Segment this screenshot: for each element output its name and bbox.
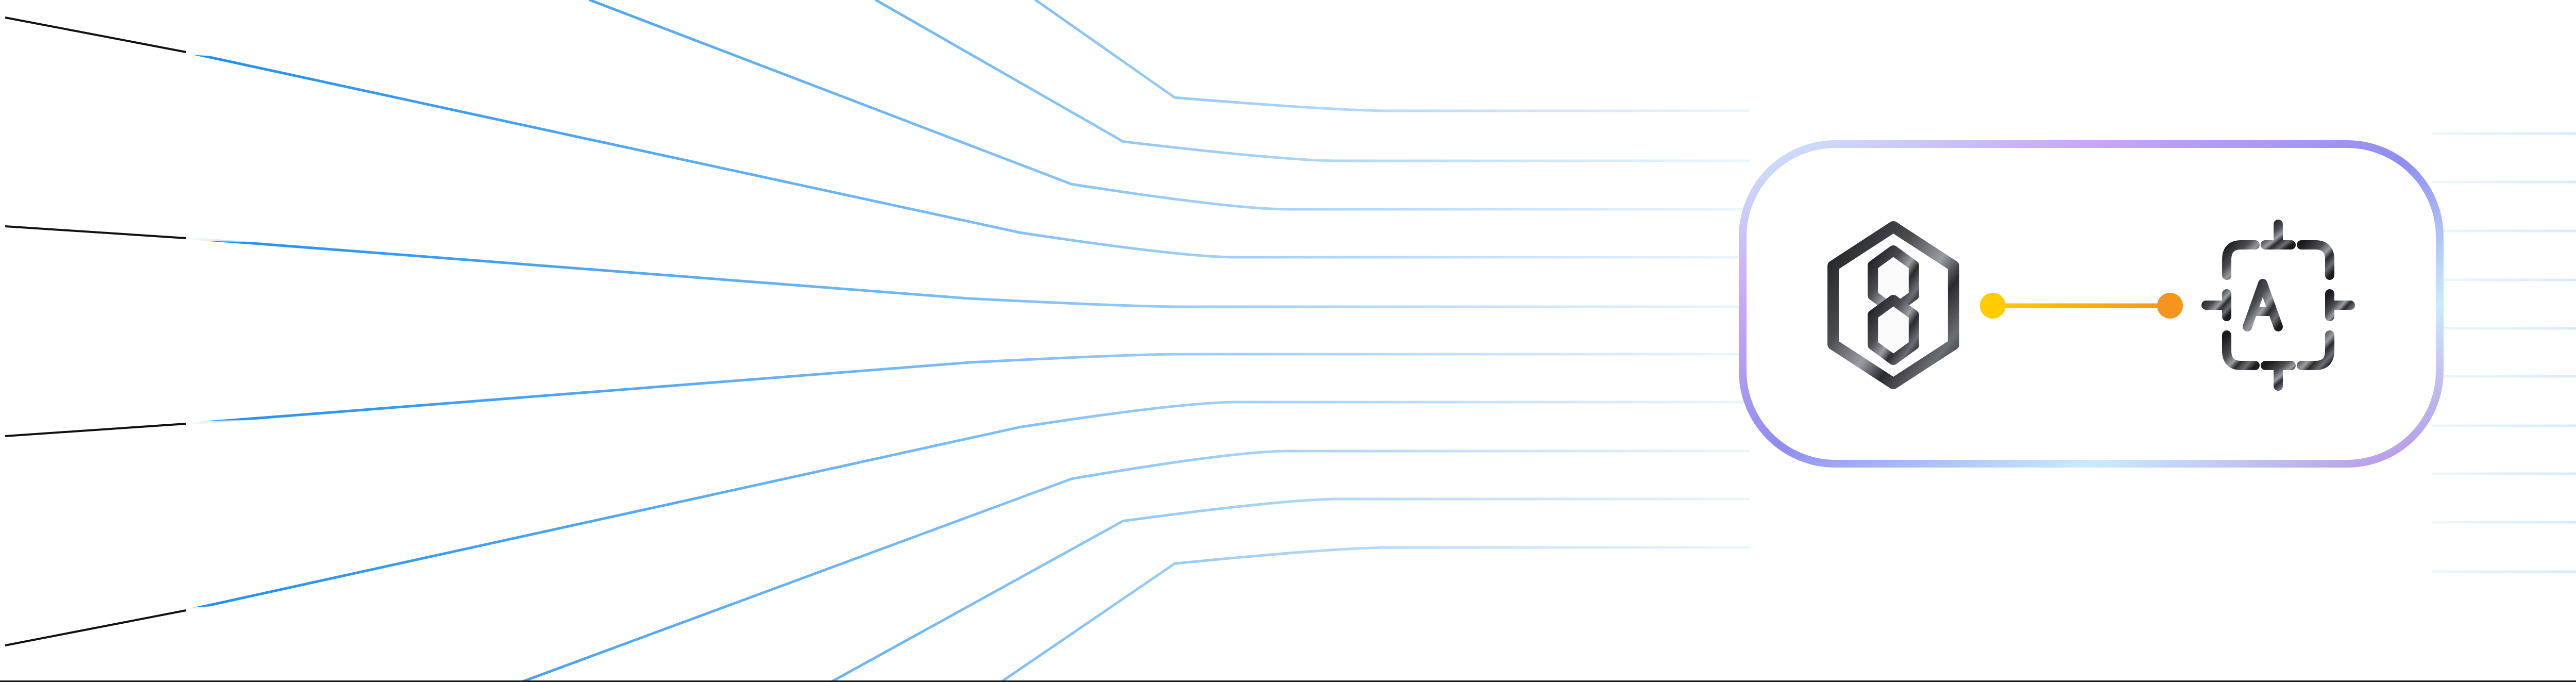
left-edge-line bbox=[5, 16, 187, 53]
right-flow-line bbox=[2432, 229, 2576, 232]
left-flow-line bbox=[1034, 0, 1751, 112]
connector-end-dot bbox=[2157, 293, 2183, 319]
right-flow-line bbox=[2432, 375, 2576, 378]
ai-chip-icon: AI bbox=[2201, 220, 2355, 391]
left-fade-mask bbox=[185, 417, 362, 426]
right-flow-line bbox=[2432, 521, 2576, 524]
left-fade-mask bbox=[185, 236, 362, 245]
left-flow-line bbox=[874, 0, 1751, 162]
outer-hexagon-shape bbox=[1827, 221, 1959, 389]
chip-pin-stroke bbox=[2222, 330, 2260, 370]
chip-pin-stroke bbox=[2261, 361, 2296, 391]
lower-inner-hexagon-shape bbox=[1868, 295, 1919, 365]
right-flow-line bbox=[2432, 278, 2576, 281]
chip-pin-stroke bbox=[2325, 289, 2355, 321]
left-converging-lines bbox=[5, 0, 1751, 682]
left-edge-line bbox=[5, 225, 187, 239]
left-flow-line bbox=[184, 401, 1751, 612]
left-flow-line bbox=[999, 546, 1751, 682]
right-flow-line bbox=[2432, 424, 2576, 427]
right-flow-line bbox=[2432, 472, 2576, 475]
chip-pin-stroke bbox=[2201, 289, 2231, 321]
connector-start-dot bbox=[1980, 293, 2006, 319]
chip-pin-stroke bbox=[2222, 240, 2260, 280]
left-fade-mask bbox=[185, 595, 362, 613]
right-flow-line bbox=[2432, 132, 2576, 135]
chip-pin-stroke bbox=[2261, 220, 2296, 249]
left-flow-line bbox=[184, 237, 1751, 308]
hexagon-8-logo-icon bbox=[1827, 221, 1959, 389]
connector-link bbox=[1980, 293, 2183, 319]
chip-pin-stroke bbox=[2297, 330, 2334, 370]
chip-pin-stroke bbox=[2297, 240, 2334, 280]
left-flow-line bbox=[184, 353, 1751, 425]
left-fade-mask bbox=[185, 49, 362, 67]
left-flow-line bbox=[184, 51, 1751, 259]
left-flow-line bbox=[520, 450, 1751, 682]
bottom-border-divider bbox=[0, 680, 2576, 682]
left-edge-line bbox=[5, 609, 187, 646]
left-edge-line bbox=[5, 423, 187, 437]
connector-line bbox=[1993, 303, 2170, 308]
right-flow-line bbox=[2432, 570, 2576, 573]
ai-letter-stroke bbox=[2243, 279, 2283, 331]
right-flow-line bbox=[2432, 327, 2576, 330]
right-converging-lines bbox=[2432, 132, 2576, 573]
left-flow-line bbox=[829, 497, 1751, 682]
left-flow-line bbox=[588, 0, 1751, 211]
right-flow-line bbox=[2432, 180, 2576, 184]
